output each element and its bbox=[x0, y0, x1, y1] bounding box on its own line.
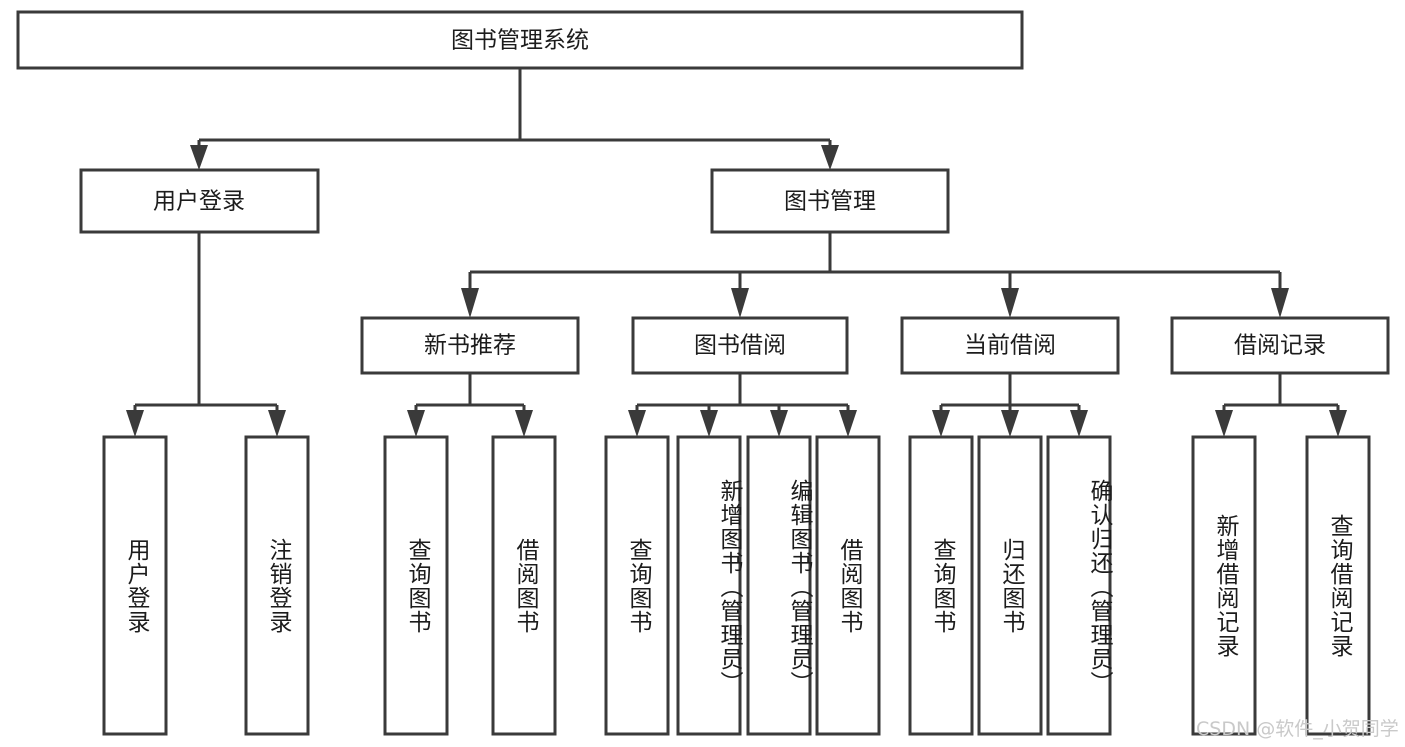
node-borrow-record[interactable]: 借阅记录 bbox=[1170, 316, 1390, 375]
arrow-bm-to-new-book-rec bbox=[461, 288, 479, 318]
node-leaf-return-book-box[interactable] bbox=[977, 435, 1043, 736]
arrow-bb-to-leaf-query-book-2 bbox=[628, 410, 646, 437]
node-leaf-query-book-1-box[interactable] bbox=[383, 435, 449, 736]
node-leaf-confirm-return-box[interactable] bbox=[1046, 435, 1112, 736]
node-root-label: 图书管理系统 bbox=[451, 28, 589, 54]
node-leaf-query-record-box[interactable] bbox=[1305, 435, 1371, 736]
arrow-br-to-leaf-query-record bbox=[1329, 410, 1347, 437]
node-borrow-record-label: 借阅记录 bbox=[1234, 333, 1326, 359]
arrow-cb-to-leaf-confirm-return bbox=[1070, 410, 1088, 437]
node-root[interactable]: 图书管理系统 bbox=[16, 10, 1024, 70]
arrow-ul-to-leaf-user-login bbox=[126, 410, 144, 437]
leaf-box-layer bbox=[102, 435, 1371, 736]
arrow-bm-to-borrow-record bbox=[1271, 288, 1289, 318]
node-leaf-add-record-box[interactable] bbox=[1191, 435, 1257, 736]
arrow-bm-to-book-borrow bbox=[731, 288, 749, 318]
node-borrow-record-box[interactable] bbox=[1170, 316, 1390, 375]
arrow-ul-to-leaf-user-logout bbox=[268, 410, 286, 437]
node-leaf-query-book-3-box[interactable] bbox=[908, 435, 974, 736]
node-book-borrow-label: 图书借阅 bbox=[694, 333, 786, 359]
node-leaf-add-book-box[interactable] bbox=[676, 435, 742, 736]
csdn-watermark: CSDN @软件_小贺同学 bbox=[1196, 718, 1399, 740]
node-book-manage-label: 图书管理 bbox=[784, 189, 876, 215]
node-leaf-borrow-book-2-box[interactable] bbox=[815, 435, 881, 736]
arrow-br-to-leaf-add-record bbox=[1215, 410, 1233, 437]
arrow-nbr-to-leaf-query-book-1 bbox=[407, 410, 425, 437]
arrow-bb-to-leaf-borrow-book-2 bbox=[839, 410, 857, 437]
connector-layer bbox=[126, 68, 1347, 437]
arrow-root-to-user-login bbox=[190, 145, 208, 170]
node-current-borrow-box[interactable] bbox=[900, 316, 1120, 375]
arrow-cb-to-leaf-query-book-3 bbox=[932, 410, 950, 437]
node-leaf-user-logout-box[interactable] bbox=[244, 435, 310, 736]
node-user-login-box[interactable] bbox=[79, 168, 320, 234]
node-leaf-borrow-book-1-box[interactable] bbox=[491, 435, 557, 736]
arrow-bb-to-leaf-add-book bbox=[700, 410, 718, 437]
node-book-manage[interactable]: 图书管理 bbox=[710, 168, 950, 234]
node-leaf-user-login-box[interactable] bbox=[102, 435, 168, 736]
node-book-manage-box[interactable] bbox=[710, 168, 950, 234]
node-root-box[interactable] bbox=[16, 10, 1024, 70]
node-leaf-edit-book-box[interactable] bbox=[746, 435, 812, 736]
node-current-borrow[interactable]: 当前借阅 bbox=[900, 316, 1120, 375]
arrow-cb-to-leaf-return-book bbox=[1001, 410, 1019, 437]
node-book-borrow[interactable]: 图书借阅 bbox=[631, 316, 849, 375]
node-new-book-rec-label: 新书推荐 bbox=[424, 333, 516, 359]
arrow-nbr-to-leaf-borrow-book-1 bbox=[515, 410, 533, 437]
node-user-login[interactable]: 用户登录 bbox=[79, 168, 320, 234]
arrow-bm-to-current-borrow bbox=[1001, 288, 1019, 318]
node-current-borrow-label: 当前借阅 bbox=[964, 333, 1056, 359]
node-new-book-rec[interactable]: 新书推荐 bbox=[360, 316, 580, 375]
node-new-book-rec-box[interactable] bbox=[360, 316, 580, 375]
node-user-login-label: 用户登录 bbox=[153, 189, 245, 215]
arrow-root-to-book-manage bbox=[821, 145, 839, 170]
node-leaf-query-book-2-box[interactable] bbox=[604, 435, 670, 736]
arrow-bb-to-leaf-edit-book bbox=[770, 410, 788, 437]
node-book-borrow-box[interactable] bbox=[631, 316, 849, 375]
